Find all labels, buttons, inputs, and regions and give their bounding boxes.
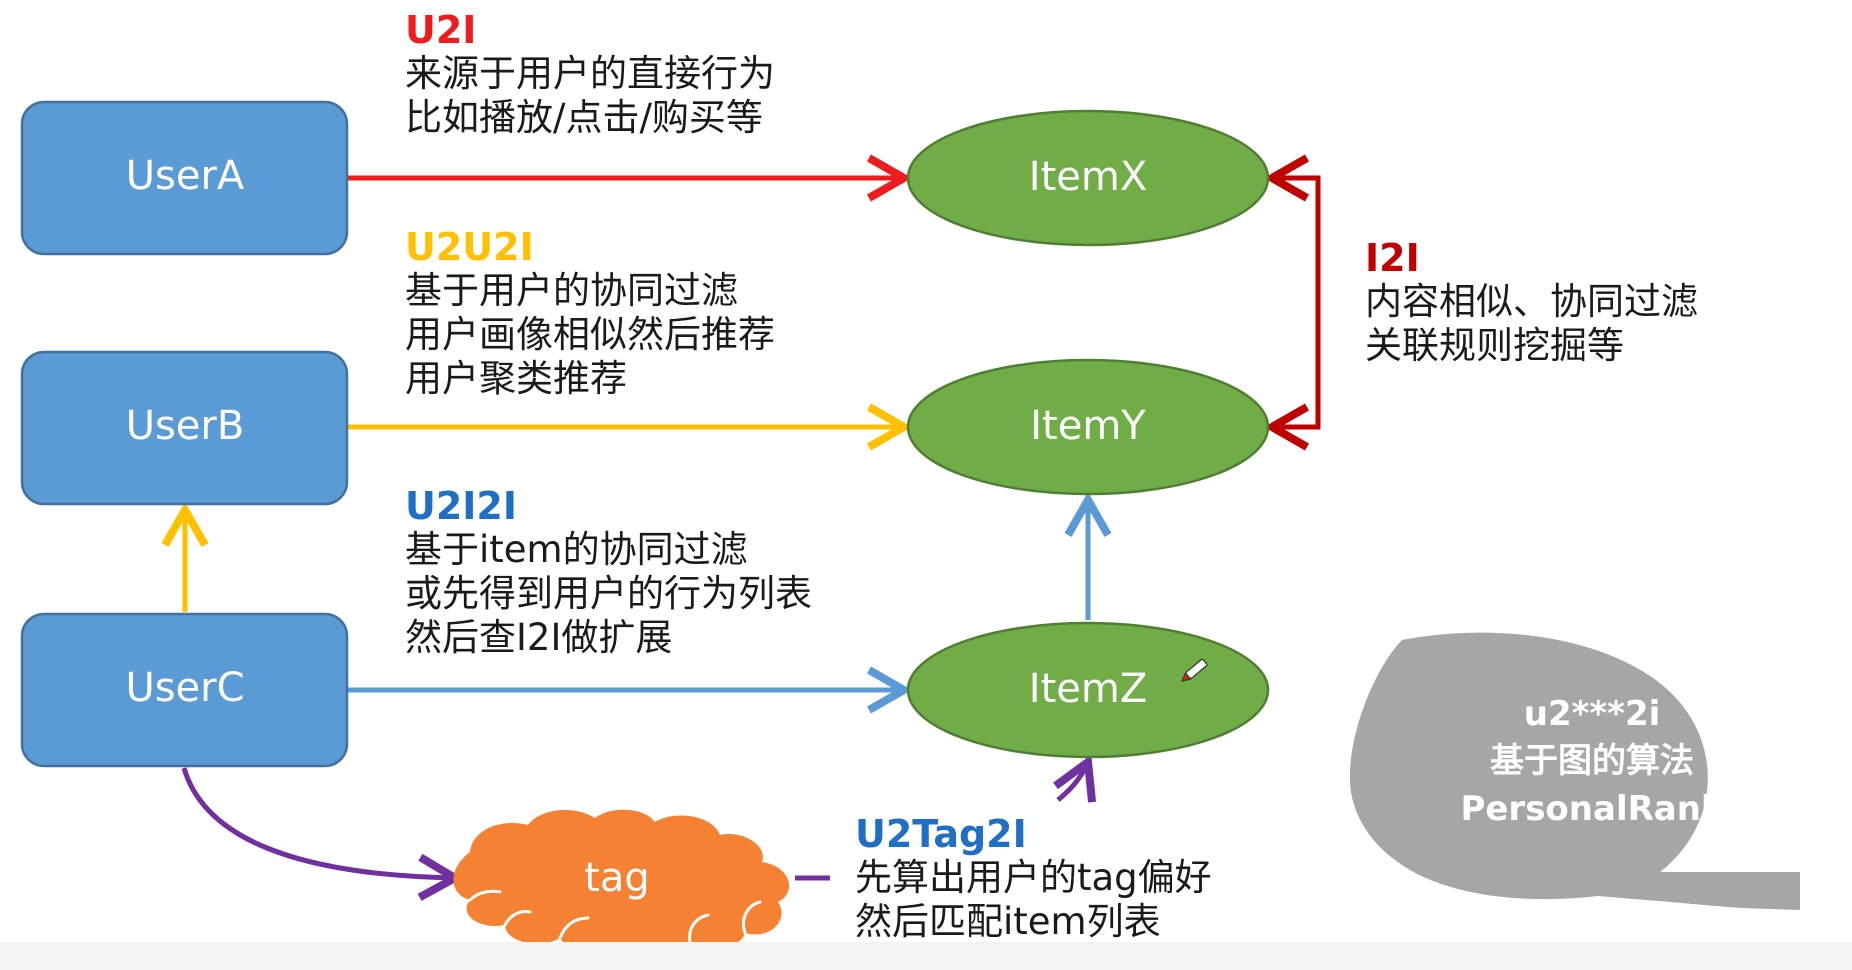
item-y-label: ItemY (1030, 403, 1146, 449)
i2i-line-1: 内容相似、协同过滤 (1365, 280, 1698, 323)
item-x-node: ItemX (906, 109, 1270, 247)
u2i2i-line-2: 或先得到用户的行为列表 (405, 572, 812, 615)
bubble-line-2: 基于图的算法 (1490, 741, 1694, 781)
item-z-node: ItemZ (906, 621, 1270, 759)
u2i2i-line-1: 基于item的协同过滤 (405, 528, 748, 571)
u2tag2i-line-1: 先算出用户的tag偏好 (855, 856, 1212, 899)
u2i-annotation: U2I 来源于用户的直接行为 比如播放/点击/购买等 (405, 8, 775, 140)
u2tag2i-line-2: 然后匹配item列表 (855, 900, 1161, 943)
i2i-title: I2I (1365, 236, 1420, 280)
tag-to-itemz-arrow (795, 762, 1088, 881)
u2i2i-title: U2I2I (405, 484, 518, 528)
user-a-node: UserA (20, 100, 349, 256)
u2i-line-1: 来源于用户的直接行为 (405, 52, 775, 95)
i2i-annotation: I2I 内容相似、协同过滤 关联规则挖掘等 (1365, 236, 1698, 368)
u2u2i-line-1: 基于用户的协同过滤 (405, 269, 738, 312)
u2i-line-2: 比如播放/点击/购买等 (405, 96, 763, 139)
item-y-node: ItemY (906, 358, 1270, 496)
user-c-node: UserC (20, 612, 349, 768)
i2i-bracket (1274, 175, 1321, 430)
u2u2i-annotation: U2U2I 基于用户的协同过滤 用户画像相似然后推荐 用户聚类推荐 (405, 225, 775, 401)
bubble-line-1: u2***2i (1524, 694, 1661, 734)
u2i2i-line-3: 然后查I2I做扩展 (405, 616, 673, 659)
user-a-label: UserA (126, 153, 245, 199)
user-b-label: UserB (126, 403, 245, 449)
u2u2i-title: U2U2I (405, 225, 534, 269)
u2u2i-line-2: 用户画像相似然后推荐 (405, 313, 775, 356)
u2u2i-line-3: 用户聚类推荐 (405, 357, 627, 400)
userc-to-tag-arrow (181, 767, 464, 901)
pen-cursor-icon (1181, 658, 1208, 682)
tag-label: tag (584, 855, 650, 901)
user-b-node: UserB (20, 350, 349, 506)
u2tag2i-annotation: U2Tag2I 先算出用户的tag偏好 然后匹配item列表 (855, 812, 1212, 944)
i2i-line-2: 关联规则挖掘等 (1365, 324, 1624, 367)
u2tag2i-title: U2Tag2I (855, 812, 1027, 856)
u2i-title: U2I (405, 8, 477, 52)
tag-node: tag (453, 809, 790, 954)
bubble-line-3: PersonalRank (1460, 789, 1724, 829)
user-c-label: UserC (125, 665, 244, 711)
personalrank-bubble: u2***2i 基于图的算法 PersonalRank (1349, 632, 1800, 910)
item-x-label: ItemX (1029, 154, 1147, 200)
slide-bottom-strip (0, 942, 1852, 970)
u2i2i-annotation: U2I2I 基于item的协同过滤 或先得到用户的行为列表 然后查I2I做扩展 (405, 484, 812, 660)
item-z-label: ItemZ (1029, 666, 1147, 712)
